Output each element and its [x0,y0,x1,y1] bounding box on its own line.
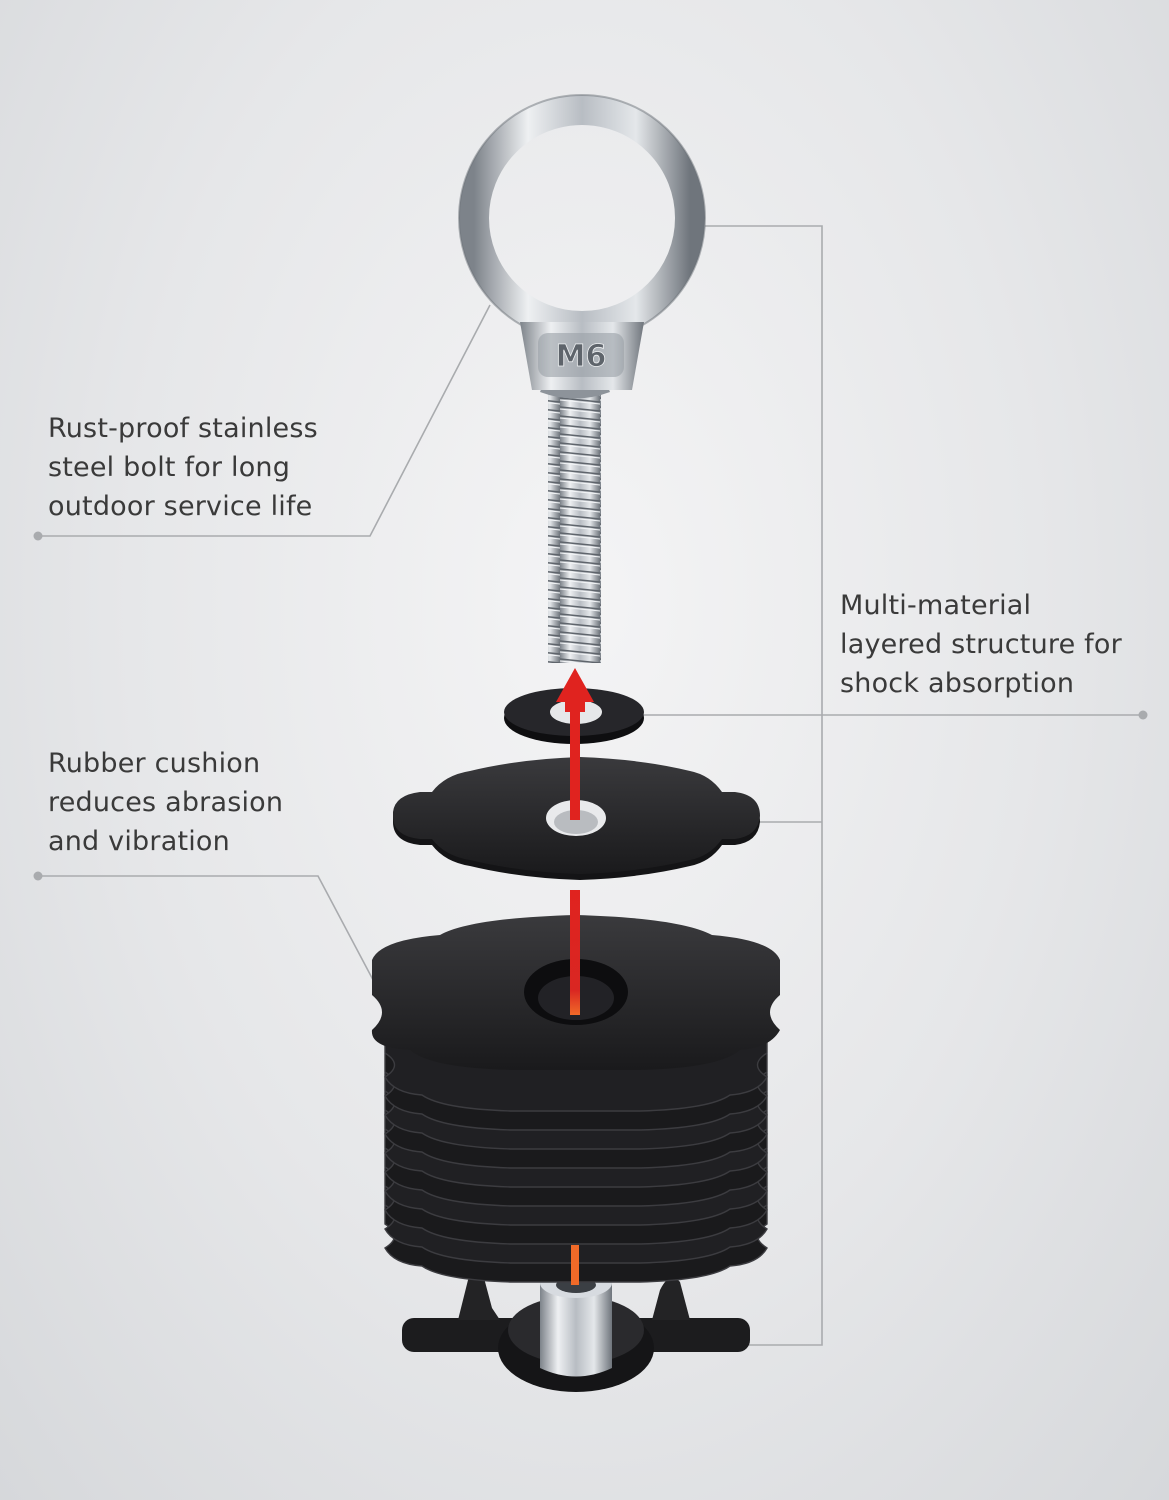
eye-bolt: M6 [458,94,706,663]
up-arrow-icon [556,668,594,712]
callout-stainless-bolt: Rust-proof stainless steel bolt for long… [48,413,318,522]
bolt-marking: M6 [556,339,607,374]
arrow-shaft-lower [571,1245,579,1285]
leader-dot-icon [33,531,43,541]
leader-dot-icon [1138,710,1148,720]
bolt-eye-ring [459,95,705,341]
bolt-marking-plate [538,333,624,377]
bolt-thread [548,388,601,663]
t-nut-anchor [402,1268,750,1392]
assembly-arrow [556,668,594,1285]
arrow-shaft-upper [570,700,580,820]
arrow-shaft-middle [570,890,580,1015]
leader-dots [33,531,1148,881]
leader-line-layered-bracket [705,225,823,1346]
t-nut-claw-left [458,1273,500,1320]
callout-layered-structure: Multi-material layered structure for sho… [840,590,1122,699]
leader-line-bolt [38,304,491,537]
leader-dot-icon [33,871,43,881]
t-nut-insert [540,1283,612,1377]
t-nut-claw-right [652,1277,690,1320]
callout-rubber-cushion: Rubber cushion reduces abrasion and vibr… [48,748,284,857]
